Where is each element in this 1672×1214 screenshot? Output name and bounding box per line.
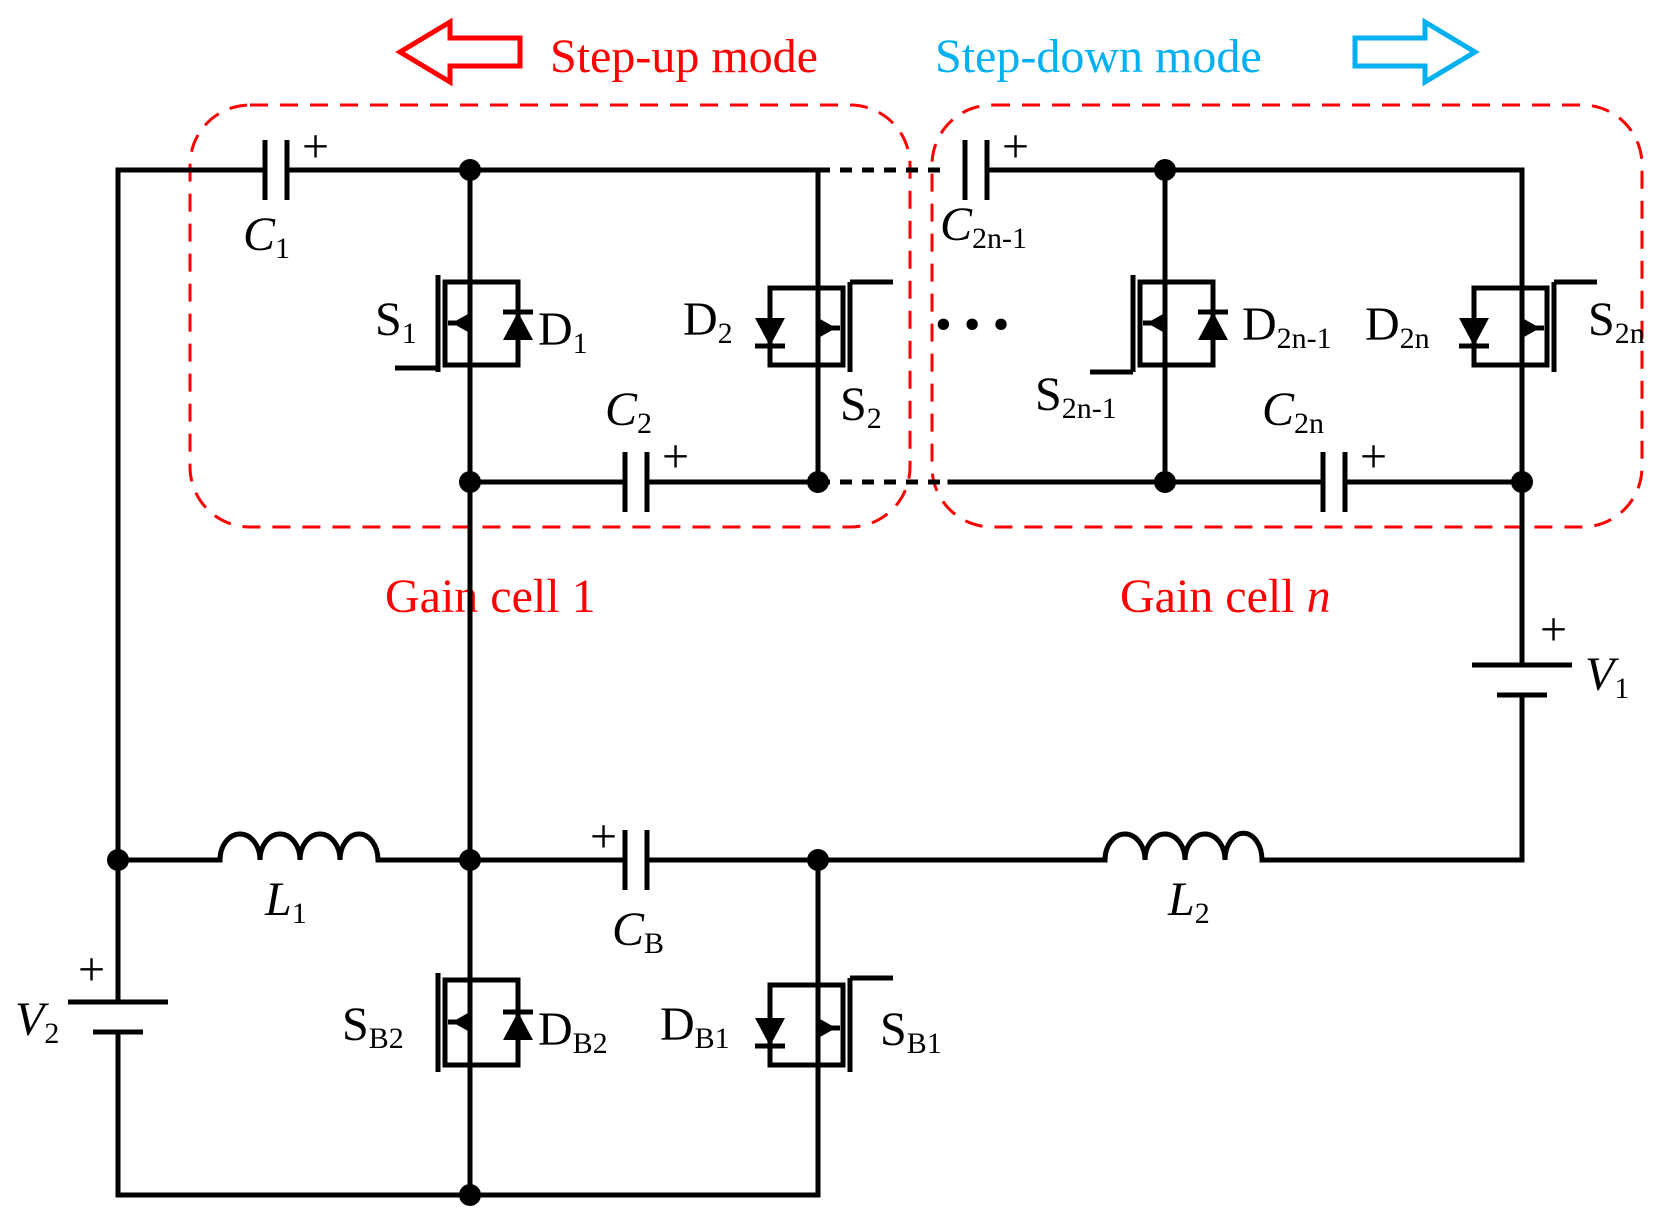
label-v2: V2 <box>15 993 59 1050</box>
gain-cell-1-label: Gain cell 1 <box>385 570 596 623</box>
label-s2: S2 <box>840 378 882 435</box>
capacitor-c1: + <box>262 120 329 200</box>
label-c2n: C2n <box>1262 383 1324 440</box>
label-c1: C1 <box>243 208 290 265</box>
label-l2: L2 <box>1167 873 1210 930</box>
label-cb: CB <box>612 903 664 960</box>
svg-text:+: + <box>1360 430 1387 483</box>
label-s1: S1 <box>375 293 417 350</box>
label-c2n-1: C2n-1 <box>940 198 1027 255</box>
switch-s2 <box>755 279 893 372</box>
label-sb1: SB1 <box>880 1003 942 1060</box>
capacitor-c2n: + <box>1320 430 1387 512</box>
switch-s2n <box>1459 279 1597 372</box>
inductor-l2 <box>1102 830 1265 861</box>
label-db1: DB1 <box>660 998 730 1055</box>
svg-text:+: + <box>78 943 105 996</box>
capacitor-cb: + <box>590 810 650 890</box>
step-up-arrow <box>395 17 523 87</box>
switch-s1 <box>395 170 533 372</box>
label-d1: D1 <box>538 303 588 360</box>
capacitor-c2n-1: + <box>962 120 1029 200</box>
battery-v2: + <box>68 943 168 1035</box>
switch-sb1 <box>755 975 893 1072</box>
gain-cell-n-label: Gain cell n <box>1120 570 1331 623</box>
step-up-label: Step-up mode <box>550 30 818 83</box>
ellipsis: • • • <box>935 298 1009 351</box>
label-l1: L1 <box>264 873 307 930</box>
step-down-label: Step-down mode <box>935 30 1262 83</box>
svg-text:+: + <box>302 120 329 173</box>
step-down-arrow <box>1352 17 1480 87</box>
svg-text:+: + <box>662 430 689 483</box>
label-c2: C2 <box>605 383 652 440</box>
label-v1: V1 <box>1585 648 1629 705</box>
switch-sb2 <box>435 860 533 1072</box>
svg-text:+: + <box>1002 120 1029 173</box>
label-sb2: SB2 <box>342 998 404 1055</box>
capacitor-c2: + <box>622 430 689 512</box>
inductor-l1 <box>217 831 381 861</box>
battery-v1: + <box>1472 603 1572 698</box>
junction-nodes <box>107 159 1533 1206</box>
label-db2: DB2 <box>538 1003 608 1060</box>
label-d2: D2 <box>683 293 733 350</box>
label-s2n: S2n <box>1588 293 1645 350</box>
gain-cell-1-box <box>188 103 912 529</box>
label-s2n-1: S2n-1 <box>1035 368 1117 425</box>
label-d2n: D2n <box>1365 298 1430 355</box>
svg-text:+: + <box>590 810 617 863</box>
svg-text:+: + <box>1540 603 1567 656</box>
switch-s2n-1 <box>1090 275 1228 375</box>
label-d2n-1: D2n-1 <box>1242 298 1332 355</box>
